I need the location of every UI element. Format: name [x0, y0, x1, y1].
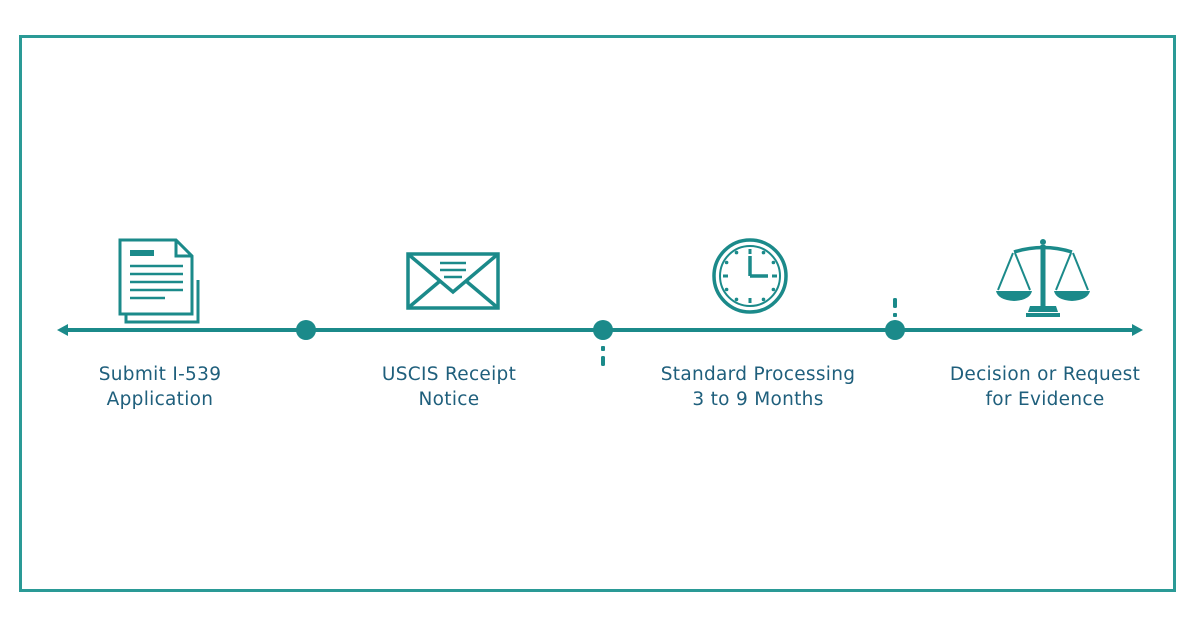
scales-icon	[996, 239, 1090, 317]
timeline-dot-1	[296, 320, 316, 340]
step-2-label: USCIS Receipt Notice	[319, 362, 579, 412]
step-4-label: Decision or Request for Evidence	[915, 362, 1175, 412]
step-3-line-2: 3 to 9 Months	[692, 389, 824, 410]
timeline-arrow-right	[1132, 324, 1143, 336]
dot-3-dashes	[893, 298, 897, 317]
step-3-label: Standard Processing 3 to 9 Months	[628, 362, 888, 412]
step-1-line-1: Submit I-539	[98, 364, 222, 385]
envelope-icon	[406, 252, 500, 310]
step-4-line-1: Decision or Request	[949, 364, 1141, 385]
timeline-arrow-left	[57, 324, 68, 336]
step-3-line-1: Standard Processing	[660, 364, 856, 385]
clock-icon	[712, 238, 788, 314]
timeline-dot-2	[593, 320, 613, 340]
timeline-dot-3	[885, 320, 905, 340]
step-2-line-2: Notice	[418, 389, 480, 410]
dot-2-dashes	[601, 346, 605, 366]
diagram-frame	[19, 35, 1176, 592]
step-1-label: Submit I-539 Application	[30, 362, 290, 412]
step-1-line-2: Application	[106, 389, 214, 410]
document-icon	[118, 238, 200, 324]
step-2-line-1: USCIS Receipt	[381, 364, 517, 385]
step-4-line-2: for Evidence	[985, 389, 1105, 410]
